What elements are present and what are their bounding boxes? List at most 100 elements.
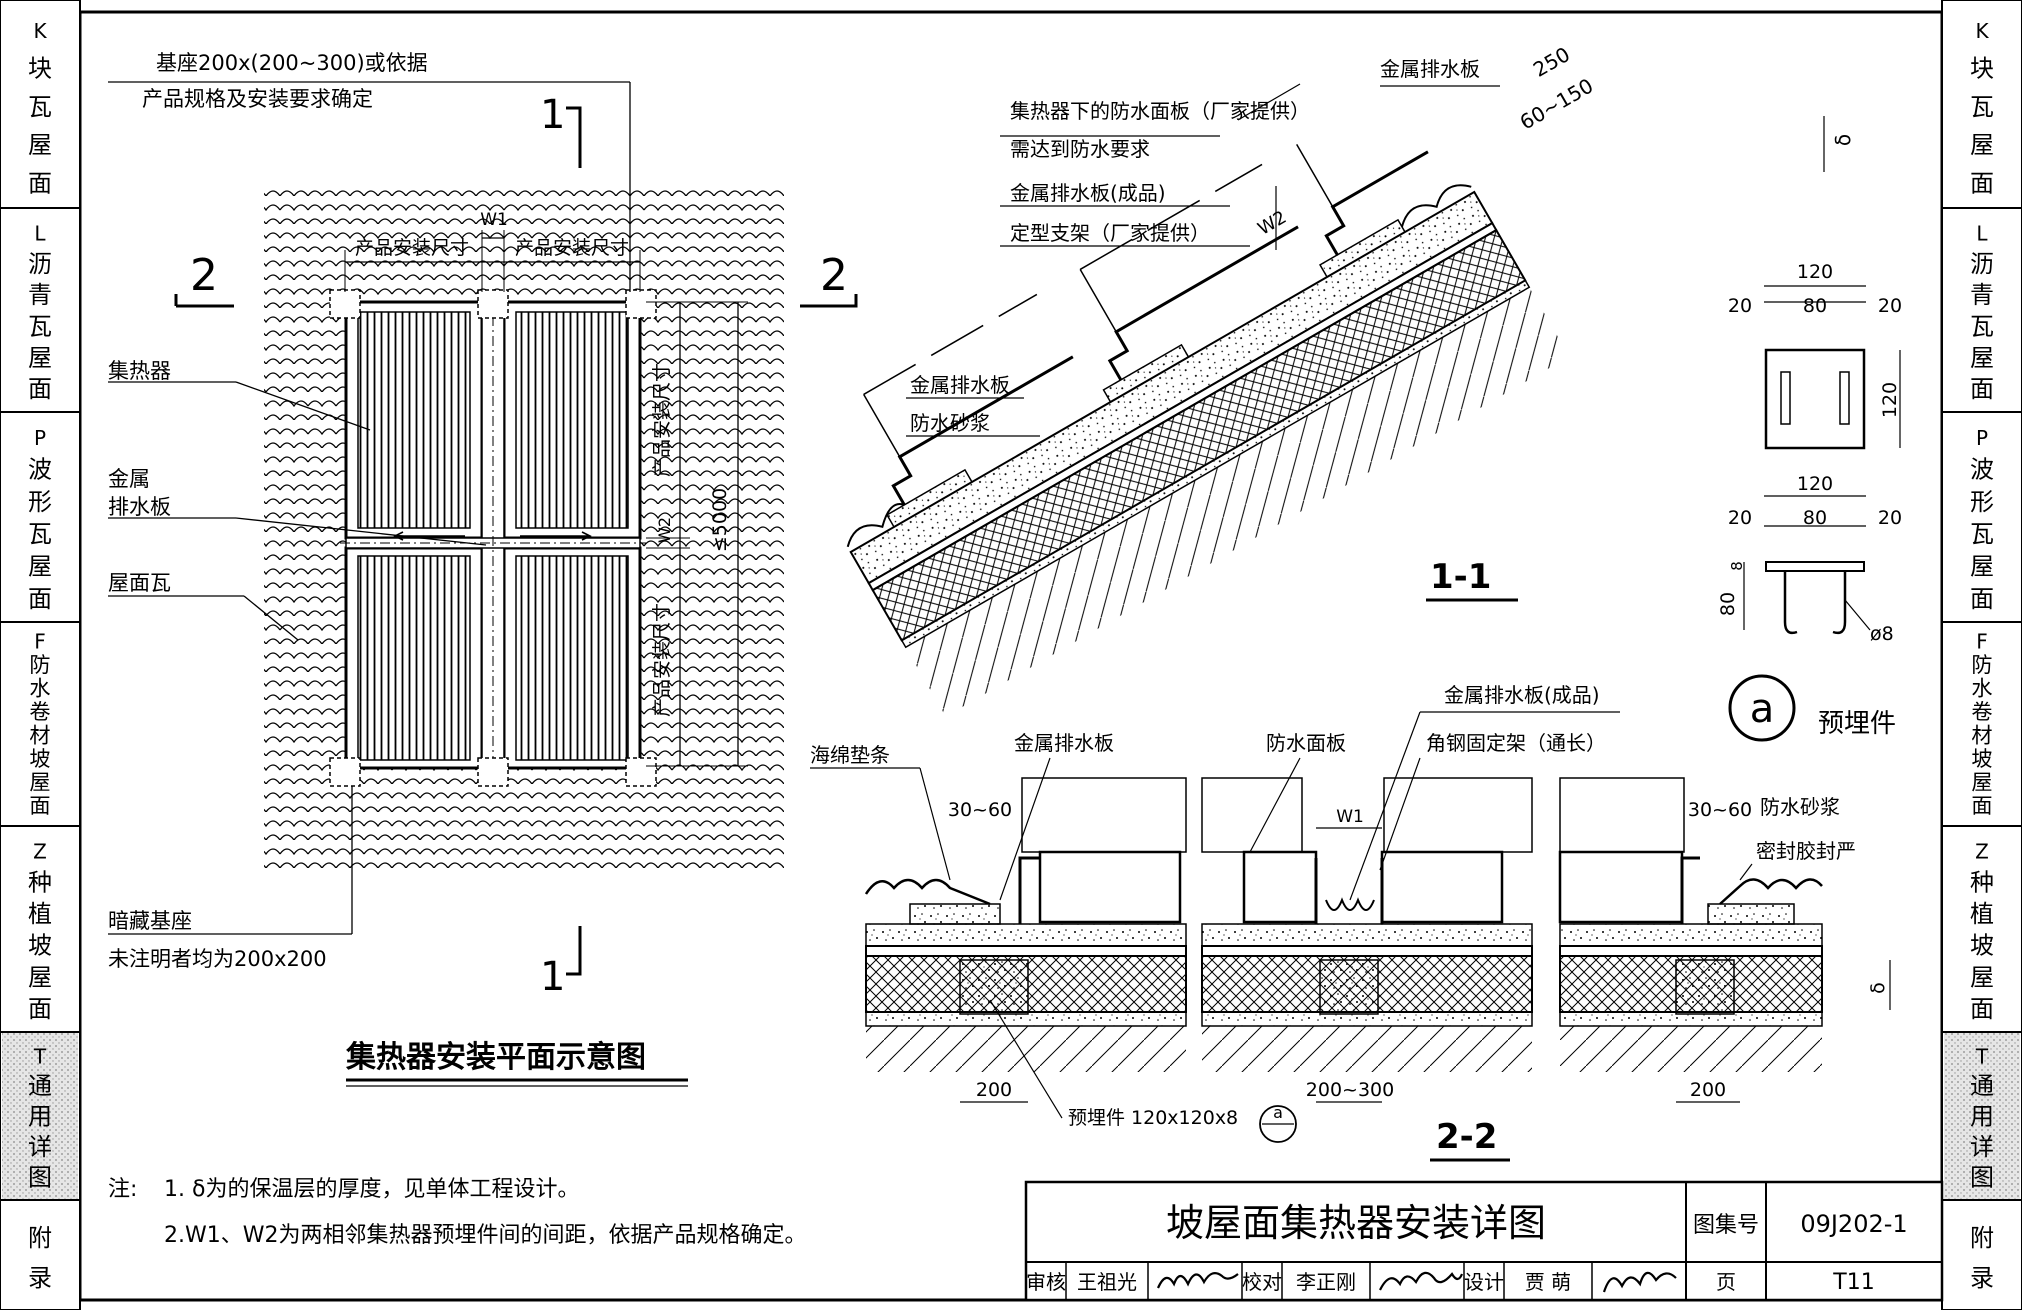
membrane-layer [1201,945,1533,957]
tab-appendix[interactable]: 附录 [1970,1224,1994,1292]
mortar-bed [909,903,1001,925]
tab-char: 屋 [29,769,50,794]
section-mark-2-right: 2 [820,250,848,301]
tab-char: 沥 [1970,250,1994,278]
sec2-label-panel: 防水面板 [1266,731,1346,755]
sec2-dim-30-60: 30~60 [948,799,1012,821]
deta-dim-80: 80 [1803,507,1827,529]
deta-dim-phi8: ø8 [1870,623,1894,645]
tab-char: 水 [1971,675,1992,700]
deta-dim-120: 120 [1797,473,1833,495]
angle-bracket [1680,856,1700,924]
collector-tubes [515,311,629,529]
tab-char: 详 [28,1133,52,1161]
tab-char: 图 [1970,1163,1994,1191]
section-cut-line [566,926,582,976]
leader-line [243,595,299,641]
drawing-title: 坡屋面集热器安装详图 [1166,1201,1546,1245]
sec1-label-panel-2: 需达到防水要求 [1010,137,1150,161]
section-1-1: 250 60~150 W2 δ 金属排水板 集热器下的防水面板（厂家提供） 需达… [846,42,1855,717]
tab-char: 材 [29,722,50,747]
mortar-layer [865,923,1187,947]
sec1-dim-delta: δ [1831,134,1855,146]
anchor-hook [1832,571,1847,635]
detail-a-mark-letter: a [1750,686,1775,732]
membrane-layer [1559,945,1823,957]
plan-note-base-1: 基座200x(200~300)或依据 [156,51,428,75]
plan-dim-install-size: 产品安装尺寸 [355,237,469,259]
tab-char: 屋 [1970,131,1994,159]
roof-slab [1202,1026,1532,1072]
tile-edge [864,878,991,906]
designer-signature [1602,1271,1677,1293]
tab-char: 波 [1970,456,1994,484]
section-cut-line [174,294,234,308]
tab-appendix[interactable]: 附录 [28,1224,52,1292]
hidden-base [477,289,509,319]
tab-char: 面 [1970,375,1994,403]
plan-dim-install-size: 产品安装尺寸 [651,603,673,717]
tab-char: P [34,426,46,450]
left-tab-active-bg [2,1032,78,1200]
collector-section [1558,850,1684,924]
collector-frame [1107,225,1299,381]
tab-char: 坡 [1970,932,1994,960]
sec1-label-drain-finished: 金属排水板(成品) [1010,181,1166,205]
leader-line [989,999,1063,1119]
tile-edge [1719,878,1823,905]
tab-char: 植 [1970,900,1994,928]
sec1-label-metal-drain-low: 金属排水板 [910,373,1010,397]
section-mark-2-left: 2 [190,250,218,301]
tab-char: L [1976,221,1988,245]
leveling-layer [900,279,1531,649]
sec2-label-embed: 预埋件 120x120x8 [1068,1107,1238,1129]
plan-dim-w2: W2 [655,517,674,543]
tab-char: 种 [28,868,52,896]
tab-char: 面 [1970,585,1994,613]
leader-line [1379,757,1421,871]
tab-char: 用 [1970,1103,1994,1131]
tab-char: 录 [1970,1264,1994,1292]
tab-char: 青 [1970,281,1994,309]
notes-prefix: 注: [108,1177,137,1202]
tab-char: 卷 [1971,699,1992,724]
tab-char: 瓦 [1970,520,1994,548]
angle-bracket [1314,858,1384,924]
collector-tubes [357,311,471,529]
sec2-dim-delta: δ [1867,982,1889,994]
section-mark-1-bottom: 1 [540,954,565,1000]
plan-label-tile: 屋面瓦 [108,571,171,595]
sec1-dim-250: 250 [1529,42,1574,82]
sec2-label-angle: 角钢固定架（通长） [1426,731,1606,755]
leveling-layer [1201,1011,1533,1027]
base-block [1102,343,1190,404]
reviewer-name: 王祖光 [1077,1270,1137,1294]
deta-dim-20: 20 [1878,507,1902,529]
tab-char: 面 [1970,170,1994,198]
sec2-label-drain-finished: 金属排水板(成品) [1444,683,1600,707]
hidden-base [477,757,509,787]
section-2-2: 海绵垫条 金属排水板 防水面板 金属排水板(成品) 角钢固定架（通长） 防水砂浆… [810,683,1891,1162]
review-label: 审核 [1026,1270,1066,1294]
dim-line [1237,83,1301,121]
sec2-label-sponge: 海绵垫条 [810,743,890,767]
tab-char: 屋 [28,131,52,159]
plan-label-metal-1: 金属 [108,467,150,491]
leader-line [1349,711,1421,901]
panel-outline [863,394,901,458]
mortar-layer [1201,923,1533,947]
tab-char: 面 [28,170,52,198]
